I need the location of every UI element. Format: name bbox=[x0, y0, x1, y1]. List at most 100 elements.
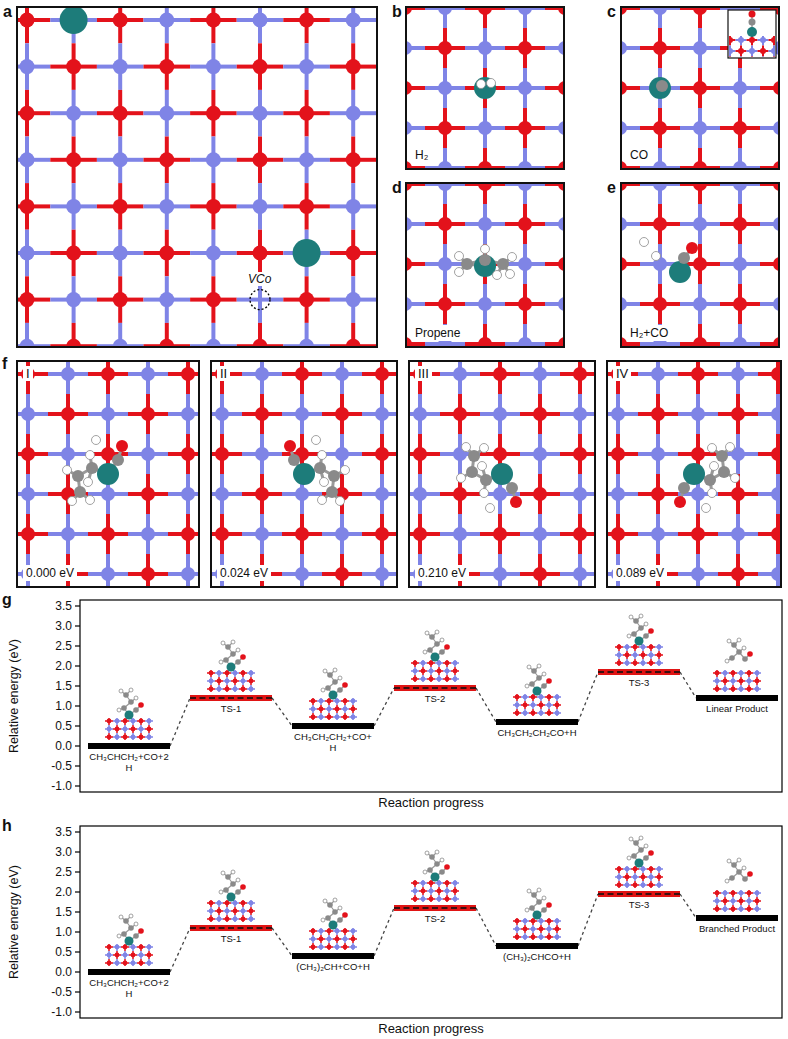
lattice-atom bbox=[573, 337, 587, 351]
lattice-bond bbox=[180, 494, 184, 514]
lattice-bond bbox=[720, 206, 740, 210]
lattice-atom bbox=[573, 161, 587, 175]
lattice-bond bbox=[603, 248, 607, 268]
lattice-atom bbox=[558, 257, 572, 271]
lattice-atom bbox=[439, 385, 454, 400]
lattice-bond bbox=[560, 126, 580, 130]
lattice-bond bbox=[363, 224, 367, 244]
lattice-bond bbox=[603, 224, 607, 244]
lattice-atom bbox=[206, 292, 221, 307]
lattice-atom bbox=[101, 647, 115, 661]
lattice-atom bbox=[101, 567, 115, 581]
lattice-atom bbox=[141, 327, 155, 341]
lattice-bond bbox=[188, 652, 208, 656]
lattice-atom bbox=[20, 59, 35, 74]
lattice-bond bbox=[27, 437, 50, 441]
lattice-atom bbox=[693, 81, 707, 95]
lattice-bond bbox=[26, 654, 30, 674]
lattice-bond bbox=[580, 126, 600, 130]
lattice-bond bbox=[485, 206, 505, 210]
lattice-bond bbox=[228, 612, 248, 616]
lattice-bond bbox=[578, 244, 582, 264]
lattice-atom bbox=[101, 487, 115, 501]
lattice-atom bbox=[518, 177, 532, 191]
lattice-bond bbox=[600, 246, 620, 250]
lattice-atom bbox=[346, 246, 361, 261]
lattice-bond bbox=[182, 612, 202, 616]
lattice-bond bbox=[128, 612, 148, 616]
lattice-atom bbox=[66, 246, 81, 261]
lattice-bond bbox=[603, 164, 607, 184]
lattice-bond bbox=[443, 384, 447, 404]
lattice-atom bbox=[206, 432, 221, 447]
lattice-atom bbox=[438, 217, 452, 231]
lattice-bond bbox=[382, 332, 402, 336]
lattice-atom bbox=[573, 121, 587, 135]
lattice-bond bbox=[226, 634, 230, 654]
lattice-atom bbox=[101, 367, 115, 381]
lattice-bond bbox=[523, 124, 527, 144]
lattice-bond bbox=[180, 594, 184, 614]
lattice-atom bbox=[181, 647, 195, 661]
lattice-bond bbox=[603, 244, 607, 264]
lattice-bond bbox=[340, 634, 344, 654]
lattice-bond bbox=[398, 113, 402, 136]
lattice-bond bbox=[780, 126, 788, 130]
lattice-atom bbox=[113, 199, 128, 214]
lattice bbox=[162, 314, 482, 674]
lattice-bond bbox=[423, 437, 446, 441]
lattice-atom bbox=[299, 106, 314, 121]
rh-atom bbox=[293, 239, 321, 267]
lattice-bond bbox=[260, 594, 264, 614]
lattice-bond bbox=[351, 439, 355, 462]
lattice-atom bbox=[478, 417, 492, 431]
lattice-atom bbox=[253, 199, 268, 214]
lattice-atom bbox=[141, 647, 155, 661]
lattice-bond bbox=[300, 594, 304, 614]
lattice-atom bbox=[438, 297, 452, 311]
lattice-bond bbox=[363, 144, 367, 164]
lattice-atom bbox=[693, 337, 707, 351]
lattice-bond bbox=[398, 90, 402, 113]
lattice-atom bbox=[358, 297, 372, 311]
lattice-bond bbox=[505, 382, 525, 386]
lattice-bond bbox=[180, 334, 184, 354]
lattice-bond bbox=[578, 8, 582, 28]
lattice-bond bbox=[600, 142, 620, 146]
lattice-bond bbox=[302, 612, 322, 616]
lattice-bond bbox=[0, 452, 8, 456]
lattice-atom bbox=[206, 385, 221, 400]
lattice-bond bbox=[260, 314, 264, 334]
lattice-bond bbox=[0, 492, 8, 496]
lattice-bond bbox=[162, 612, 182, 616]
lattice-bond bbox=[423, 204, 446, 208]
lattice-atom bbox=[21, 647, 35, 661]
lattice-atom bbox=[392, 385, 407, 400]
lattice-bond bbox=[106, 614, 110, 634]
lattice-atom bbox=[518, 137, 532, 151]
lattice-bond bbox=[180, 554, 184, 574]
lattice-bond bbox=[738, 124, 742, 144]
lattice-atom bbox=[21, 407, 35, 421]
lattice-atom bbox=[101, 527, 115, 541]
lattice-bond bbox=[0, 204, 4, 208]
lattice-bond bbox=[545, 142, 565, 146]
lattice-atom bbox=[113, 385, 128, 400]
vacancy-circle bbox=[250, 290, 270, 310]
lattice-bond bbox=[385, 126, 405, 130]
lattice-atom bbox=[358, 337, 372, 351]
lattice-bond bbox=[118, 416, 122, 439]
lattice-atom bbox=[141, 487, 155, 501]
lattice-atom bbox=[478, 217, 492, 231]
lattice-bond bbox=[425, 206, 445, 210]
lattice-bond bbox=[74, 391, 97, 395]
lattice-bond bbox=[162, 452, 182, 456]
lattice-bond bbox=[68, 332, 88, 336]
lattice-bond bbox=[565, 142, 585, 146]
lattice-atom bbox=[598, 377, 612, 391]
lattice-bond bbox=[760, 206, 780, 210]
lattice-atom bbox=[518, 417, 532, 431]
lattice-bond bbox=[162, 412, 182, 416]
lattice-bond bbox=[363, 128, 367, 148]
